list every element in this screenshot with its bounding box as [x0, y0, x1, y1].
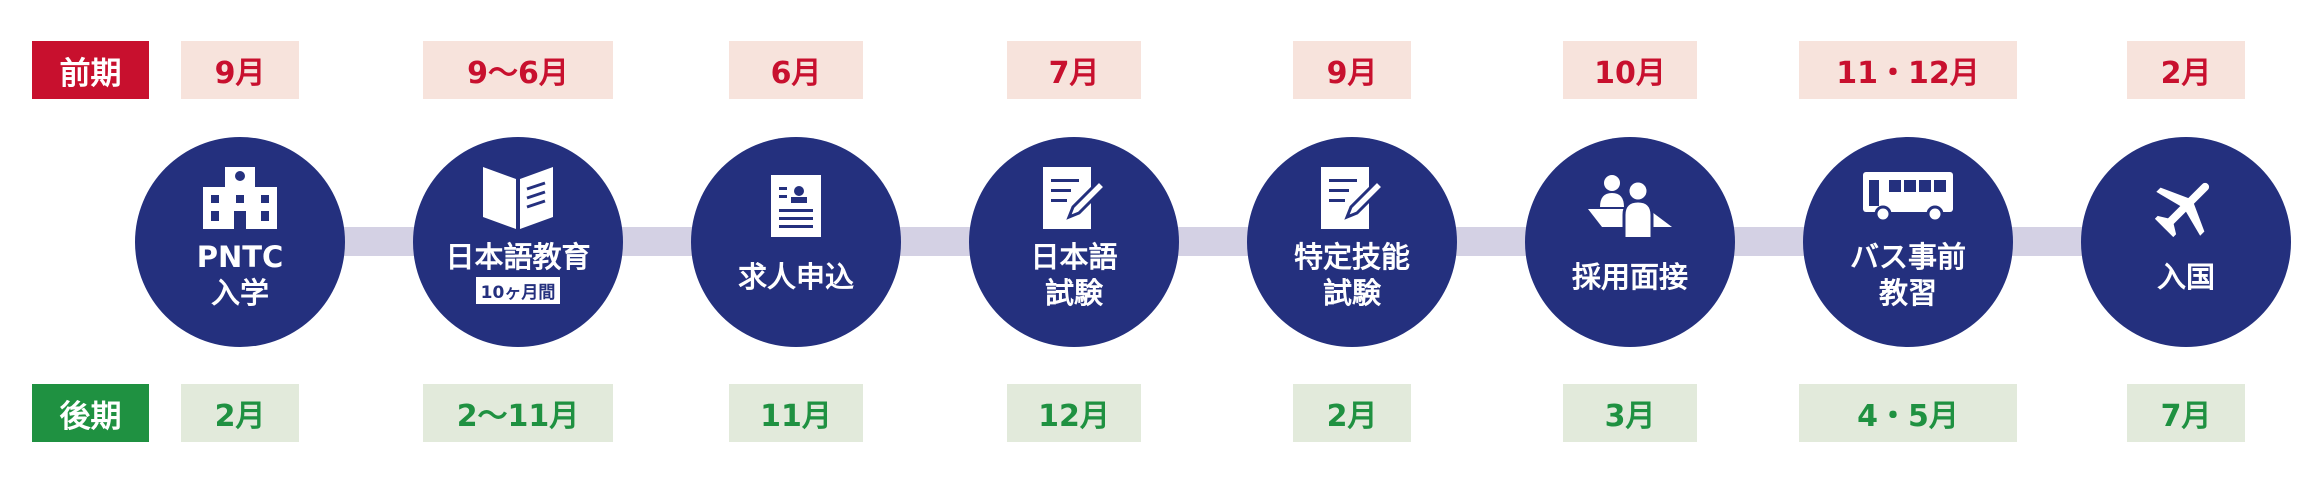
- school-icon: [203, 167, 277, 229]
- second-term-month: 7月: [2127, 384, 2245, 442]
- step-title: 求人申込: [737, 260, 854, 294]
- second-term-month: 2月: [181, 384, 299, 442]
- first-term-month: 7月: [1007, 41, 1141, 99]
- step-title: バス事前 教習: [1849, 240, 1966, 310]
- step-title: PNTC 入学: [196, 240, 284, 310]
- step-title: 入国: [2156, 260, 2215, 294]
- second-term-month: 12月: [1007, 384, 1141, 442]
- step-circle: バス事前 教習: [1803, 137, 2013, 347]
- book-icon: [483, 167, 553, 229]
- first-term-month: 9月: [181, 41, 299, 99]
- second-term-label: 後期: [32, 384, 149, 442]
- bus-icon: [1863, 167, 1953, 229]
- step-title: 特定技能 試験: [1293, 240, 1410, 310]
- second-term-month: 2〜11月: [423, 384, 613, 442]
- step-circle: 入国: [2081, 137, 2291, 347]
- step-duration-badge: 10ヶ月間: [475, 277, 561, 304]
- step-circle: PNTC 入学: [135, 137, 345, 347]
- second-term-month: 4・5月: [1799, 384, 2017, 442]
- first-term-month: 10月: [1563, 41, 1697, 99]
- second-term-month: 2月: [1293, 384, 1411, 442]
- first-term-month: 11・12月: [1799, 41, 2017, 99]
- first-term-month: 9〜6月: [423, 41, 613, 99]
- first-term-month: 6月: [729, 41, 863, 99]
- step-circle: 採用面接: [1525, 137, 1735, 347]
- step-title: 日本語 試験: [1030, 240, 1118, 310]
- step-title: 日本語教育: [445, 240, 591, 274]
- exam-icon: [1043, 167, 1105, 229]
- step-title: 採用面接: [1571, 260, 1688, 294]
- first-term-label: 前期: [32, 41, 149, 99]
- exam-icon: [1321, 167, 1383, 229]
- first-term-month: 2月: [2127, 41, 2245, 99]
- second-term-month: 11月: [729, 384, 863, 442]
- second-term-month: 3月: [1563, 384, 1697, 442]
- airplane-icon: [2155, 175, 2217, 237]
- document-icon: [771, 175, 821, 237]
- step-circle: 特定技能 試験: [1247, 137, 1457, 347]
- step-circle: 求人申込: [691, 137, 901, 347]
- first-term-month: 9月: [1293, 41, 1411, 99]
- step-circle: 日本語 試験: [969, 137, 1179, 347]
- interview-icon: [1588, 175, 1672, 237]
- step-circle: 日本語教育 10ヶ月間: [413, 137, 623, 347]
